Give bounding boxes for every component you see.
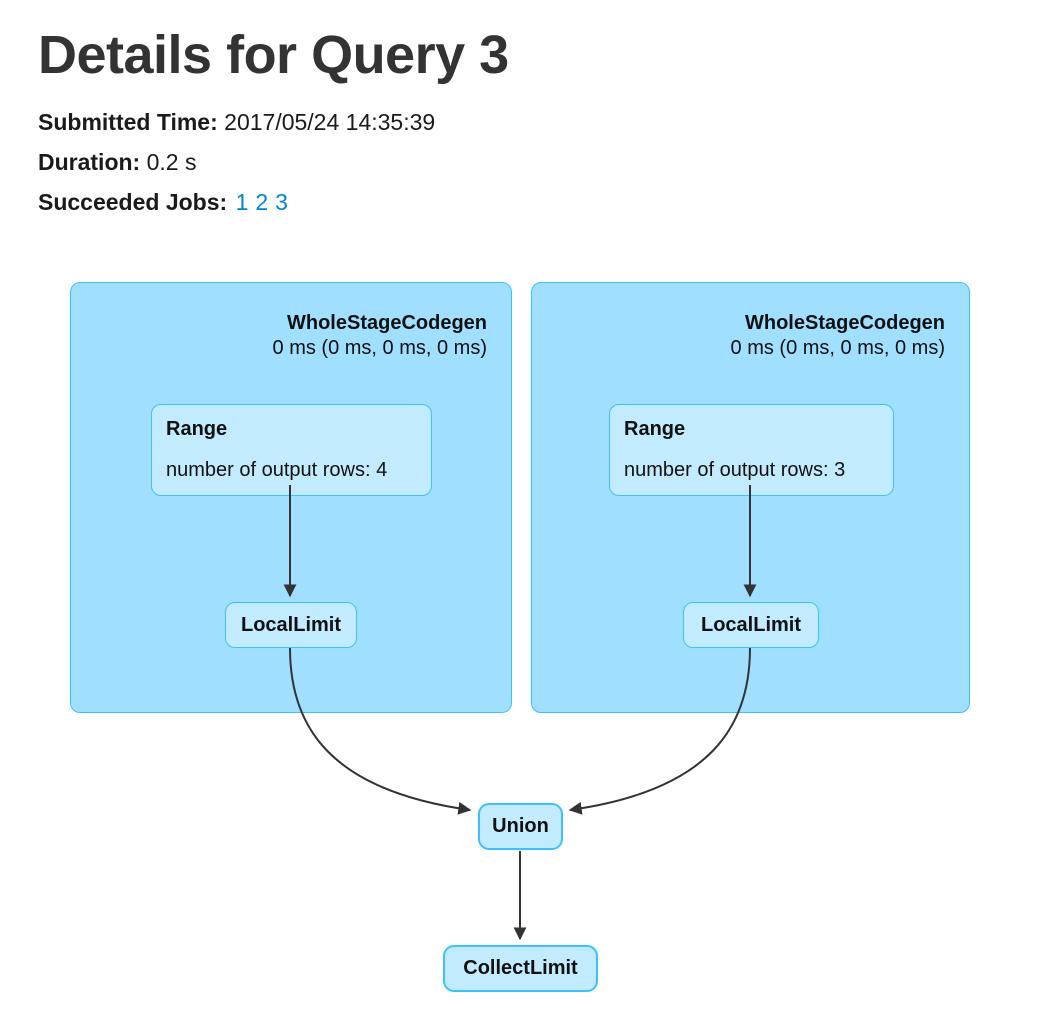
job-link-1[interactable]: 1 xyxy=(235,189,249,216)
duration-line: Duration: 0.2 s xyxy=(38,142,1012,182)
cluster-2-label: WholeStageCodegen 0 ms (0 ms, 0 ms, 0 ms… xyxy=(731,311,945,361)
submitted-time-line: Submitted Time: 2017/05/24 14:35:39 xyxy=(38,102,1012,142)
node-collectlimit: CollectLimit xyxy=(443,945,598,992)
node-range-2: Range number of output rows: 3 xyxy=(609,404,894,496)
job-link-3[interactable]: 3 xyxy=(275,189,288,216)
node-union: Union xyxy=(478,803,563,850)
cluster-2-name: WholeStageCodegen xyxy=(744,312,945,334)
submitted-time-value: 2017/05/24 14:35:39 xyxy=(224,109,436,136)
node-range-2-metric: number of output rows: 3 xyxy=(624,459,846,481)
succeeded-jobs-label: Succeeded Jobs: xyxy=(38,189,228,216)
duration-label: Duration: xyxy=(38,149,141,176)
cluster-wholestagecodegen-2: WholeStageCodegen 0 ms (0 ms, 0 ms, 0 ms… xyxy=(531,282,970,713)
node-range-2-title: Range xyxy=(624,418,686,440)
job-link-2[interactable]: 2 xyxy=(255,189,269,216)
duration-value: 0.2 s xyxy=(146,149,197,176)
query-summary: Submitted Time: 2017/05/24 14:35:39 Dura… xyxy=(38,102,1012,222)
page-title: Details for Query 3 xyxy=(38,25,509,85)
cluster-wholestagecodegen-1: WholeStageCodegen 0 ms (0 ms, 0 ms, 0 ms… xyxy=(70,282,512,713)
header: Details for Query 3 Submitted Time: 2017… xyxy=(0,0,1050,222)
submitted-time-label: Submitted Time: xyxy=(38,109,218,136)
query-plan-graph: WholeStageCodegen 0 ms (0 ms, 0 ms, 0 ms… xyxy=(0,270,1050,1020)
node-range-1: Range number of output rows: 4 xyxy=(151,404,432,496)
node-range-1-title: Range xyxy=(166,418,228,440)
cluster-1-label: WholeStageCodegen 0 ms (0 ms, 0 ms, 0 ms… xyxy=(273,311,487,361)
node-locallimit-1: LocalLimit xyxy=(225,602,357,648)
node-locallimit-2: LocalLimit xyxy=(683,602,819,648)
cluster-1-duration: 0 ms (0 ms, 0 ms, 0 ms) xyxy=(272,337,487,359)
node-range-1-metric: number of output rows: 4 xyxy=(166,459,388,481)
cluster-2-duration: 0 ms (0 ms, 0 ms, 0 ms) xyxy=(730,337,945,359)
cluster-1-name: WholeStageCodegen xyxy=(286,312,487,334)
